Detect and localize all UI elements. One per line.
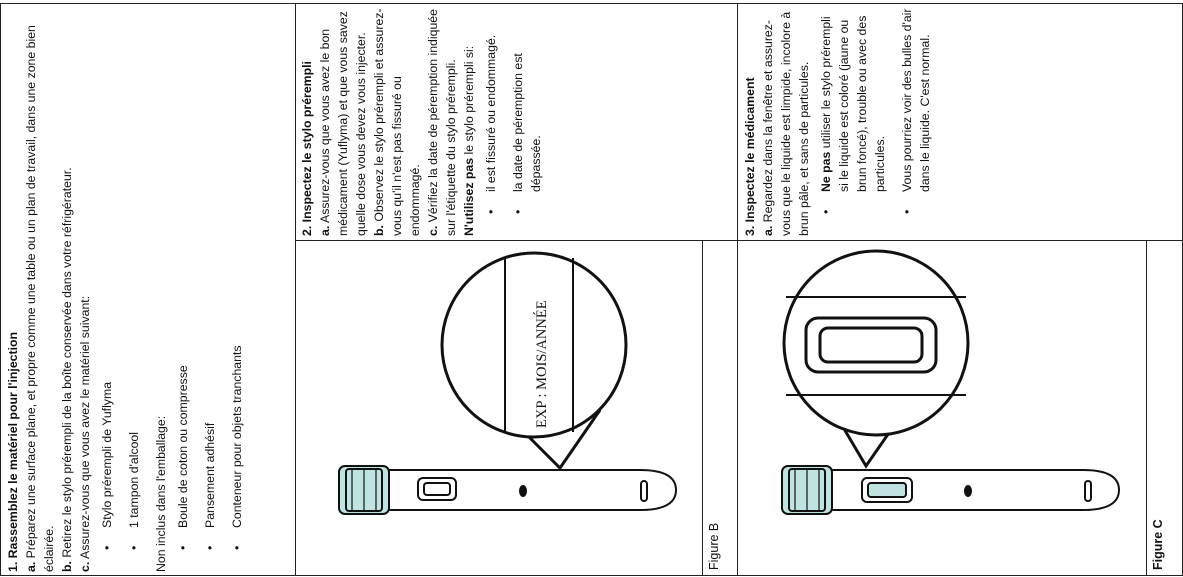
list-item: Vous pourriez voir des bulles d'air dans… [898, 8, 934, 212]
list-item: Boule de coton ou compresse [174, 8, 192, 548]
figure-c-label: Figure C [1151, 519, 1165, 570]
list-item: la date de péremption est dépassée. [509, 8, 545, 212]
magnifier-b [440, 251, 628, 471]
section-2-text: 2. Inspectez le stylo prérempli a. Assur… [298, 8, 554, 236]
section-1-step-b: b. Retirez le stylo prérempli de la boît… [60, 167, 74, 572]
section-3-items: Ne pas utiliser le stylo prérempli si le… [817, 8, 934, 236]
section-1-step-c: c. Assurez-vous que vous avez le matérie… [78, 295, 92, 572]
section-2-step-a: a. Assurez-vous que vous avez le bon méd… [318, 11, 368, 236]
section-1-heading: 1. Rassemblez le matériel pour l'injecti… [6, 331, 20, 572]
section-1-items: Stylo prérempli de Yuflyma 1 tampon d'al… [98, 8, 143, 572]
section-3-step-a: a. Regardez dans la fenêtre et assurez-v… [761, 11, 811, 236]
section-1-step-a: a. Préparez une surface plane, et propre… [24, 25, 56, 572]
prefilled-pen-c [781, 465, 1121, 515]
list-item: Pansement adhésif [201, 8, 219, 548]
not-included-label: Non inclus dans l'emballage: [154, 415, 168, 572]
list-item: Conteneur pour objets tranchants [228, 8, 246, 548]
figure-b-label: Figure B [707, 522, 721, 570]
section-1-extra-items: Boule de coton ou compresse Pansement ad… [174, 8, 246, 572]
list-item: Ne pas utiliser le stylo prérempli si le… [817, 8, 889, 212]
section-3-heading: 3. Inspectez le médicament [743, 77, 757, 236]
section-2-step-b: b. Observez le stylo prérempli et assure… [372, 8, 422, 236]
section-2-step-c: c. Vérifiez la date de péremption indiqu… [426, 9, 458, 236]
list-item: il est fissuré ou endommagé. [482, 8, 500, 212]
section-2-warning: N'utilisez pas le stylo prérempli si: [462, 45, 476, 236]
list-item: Stylo prérempli de Yuflyma [98, 8, 116, 548]
section-1-text: 1. Rassemblez le matériel pour l'injecti… [4, 8, 255, 572]
exp-label: EXP : MOIS/ANNÉE [533, 300, 550, 428]
magnifier-c [782, 249, 970, 469]
section-2-items: il est fissuré ou endommagé. la date de … [482, 8, 545, 236]
prefilled-pen-b [338, 465, 678, 515]
section-2-heading: 2. Inspectez le stylo prérempli [300, 61, 314, 236]
list-item: 1 tampon d'alcool [125, 8, 143, 548]
section-3-text: 3. Inspectez le médicament a. Regardez d… [741, 8, 943, 236]
